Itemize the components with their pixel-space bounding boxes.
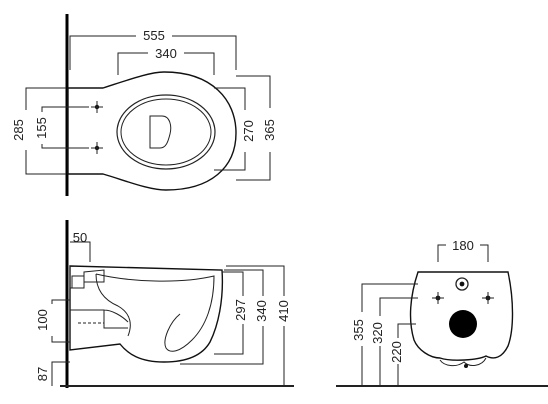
dim-line-270 xyxy=(214,87,246,171)
side-view-body-outline xyxy=(69,265,224,363)
dim-label-180: 180 xyxy=(452,238,474,253)
rear-view-outlet xyxy=(449,310,477,338)
dim-line-180 xyxy=(437,244,489,262)
bowl-inner-rim xyxy=(120,98,212,166)
rear-fixing-hole-right xyxy=(482,292,494,304)
dim-line-365 xyxy=(236,75,271,181)
side-view-inlet-box xyxy=(71,275,85,289)
bowl-rim xyxy=(116,94,216,170)
dim-label-270: 270 xyxy=(241,120,256,142)
side-view: 50 100 87 297 340 410 xyxy=(35,220,294,388)
dim-line-355 xyxy=(361,283,418,386)
dim-label-340: 340 xyxy=(155,46,177,61)
dim-line-100 xyxy=(51,299,70,343)
dim-label-285: 285 xyxy=(11,119,26,141)
dim-line-87 xyxy=(51,361,70,386)
dim-label-50: 50 xyxy=(73,230,87,245)
dim-label-220: 220 xyxy=(389,341,404,363)
dim-line-340-side xyxy=(180,269,264,365)
fixing-hole-bottom xyxy=(91,142,103,154)
side-view-inlet xyxy=(69,266,105,289)
dim-line-285 xyxy=(25,87,66,175)
dim-label-320: 320 xyxy=(370,322,385,344)
dim-label-365: 365 xyxy=(262,119,277,141)
dim-label-100: 100 xyxy=(35,309,50,331)
rear-view-foot xyxy=(439,357,487,367)
rear-fixing-hole-left xyxy=(432,292,444,304)
top-view: 555 340 285 155 270 365 xyxy=(11,14,277,196)
dim-line-340 xyxy=(117,52,215,75)
rear-view-inlet xyxy=(459,281,465,287)
dim-label-297: 297 xyxy=(233,299,248,321)
dim-label-355: 355 xyxy=(351,319,366,341)
dim-label-87: 87 xyxy=(35,367,50,381)
dim-line-555 xyxy=(69,35,237,70)
dim-label-555: 555 xyxy=(143,28,165,43)
rear-view-inlet-outer xyxy=(455,277,469,291)
rear-view: 180 355 320 220 xyxy=(336,238,548,387)
dim-line-220 xyxy=(397,323,416,386)
rear-view-small-marker xyxy=(464,364,468,368)
dim-line-320 xyxy=(379,297,418,386)
dim-label-155: 155 xyxy=(34,117,49,139)
dim-line-297 xyxy=(214,271,244,355)
dim-line-50 xyxy=(70,241,91,262)
bowl-opening xyxy=(149,115,172,149)
dim-label-340-side: 340 xyxy=(254,300,269,322)
fixing-hole-top xyxy=(91,101,103,113)
dim-line-155 xyxy=(41,106,89,149)
dim-line-410 xyxy=(226,265,285,386)
side-view-outlet xyxy=(70,309,129,329)
side-view-bowl-inner xyxy=(95,273,215,352)
dim-label-410: 410 xyxy=(276,300,291,322)
